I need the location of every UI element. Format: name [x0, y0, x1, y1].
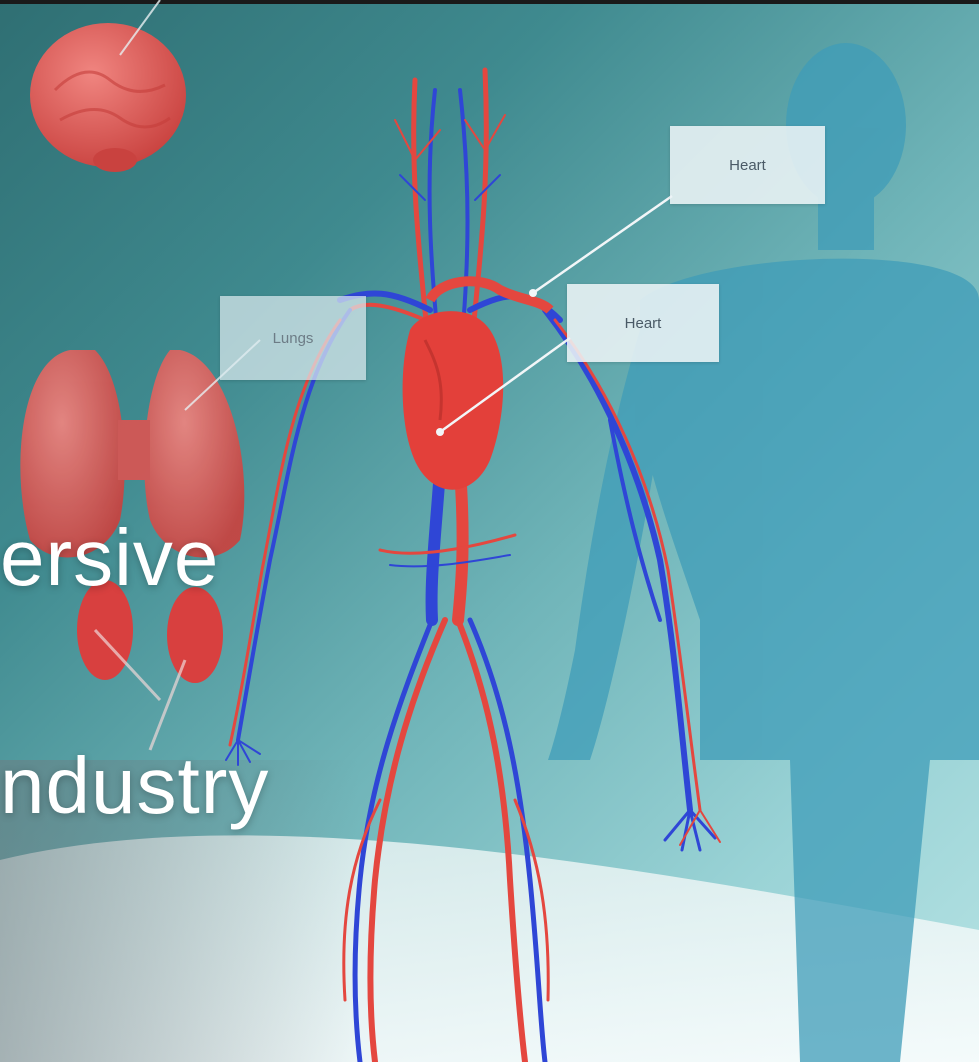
- heart-label-top: Heart: [670, 126, 825, 204]
- headline-line-2: ndustry: [0, 740, 269, 832]
- heart-label-middle: Heart: [567, 284, 719, 362]
- brain-organ: [30, 23, 186, 172]
- lungs-label: Lungs: [220, 296, 366, 380]
- headline-line-1: ersive: [0, 512, 219, 604]
